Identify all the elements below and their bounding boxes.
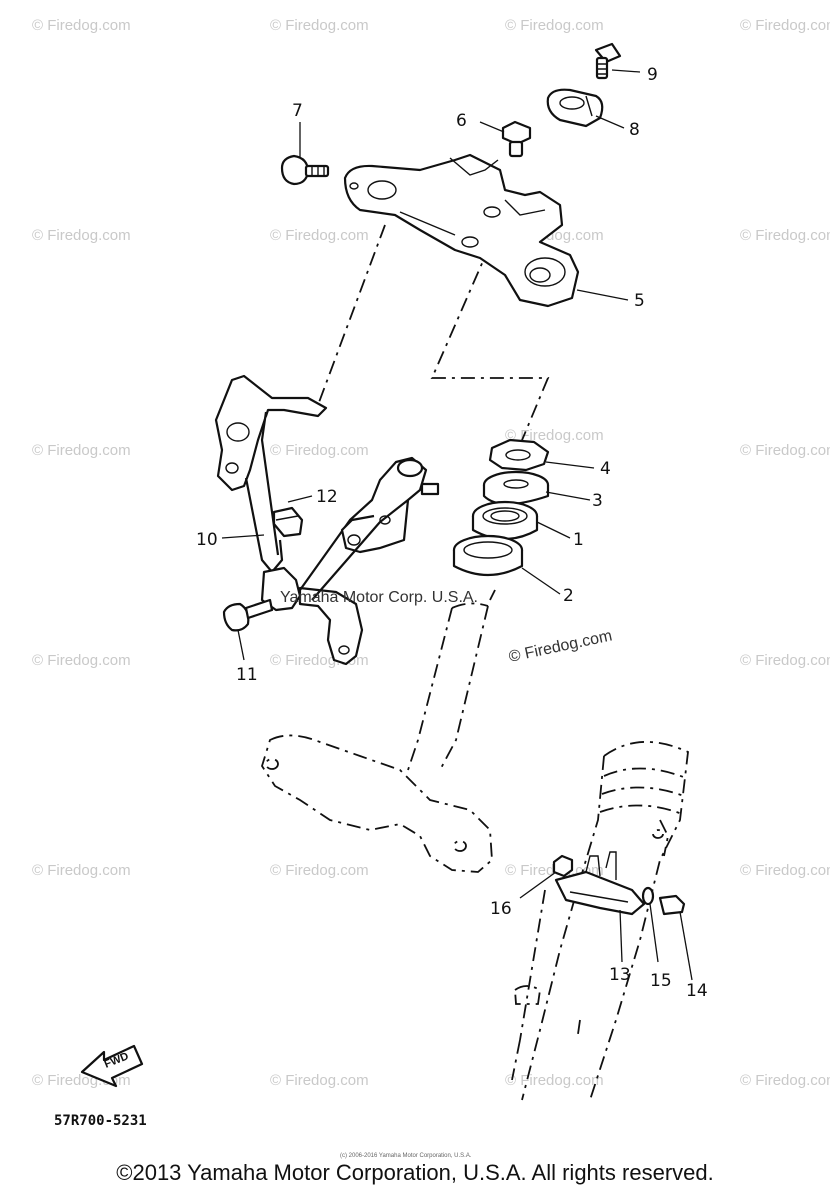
callout-12: 12	[316, 487, 338, 507]
watermark: © Firedog.com	[740, 17, 830, 34]
watermark: © Firedog.com	[270, 1072, 369, 1089]
watermark: © Firedog.com	[32, 17, 131, 34]
callout-3: 3	[592, 491, 603, 511]
leader-lines	[221, 69, 693, 981]
callout-11: 11	[236, 665, 258, 685]
watermark: © Firedog.com	[740, 227, 830, 244]
watermark: © Firedog.com	[270, 17, 369, 34]
bracket-part-10	[214, 374, 440, 666]
washer-part-15	[641, 886, 655, 906]
diagram-code: 57R700-5231	[54, 1113, 147, 1129]
watermark: © Firedog.com	[505, 427, 604, 444]
front-fork-phantom	[514, 741, 689, 1101]
grommet-part-12	[272, 506, 304, 538]
watermark: © Firedog.com	[505, 17, 604, 34]
nut-part-16	[552, 854, 574, 878]
callout-14: 14	[686, 981, 708, 1001]
callout-13: 13	[609, 965, 631, 985]
watermark: © Firedog.com	[270, 227, 369, 244]
watermark: © Firedog.com	[32, 652, 131, 669]
bolt-part-6	[501, 120, 532, 158]
screw-part-14	[658, 894, 686, 916]
handlebar-holder-part-8	[546, 88, 604, 128]
watermark: © Firedog.com	[32, 862, 131, 879]
ring-nut-part-4	[488, 438, 550, 472]
washer-part-3	[482, 470, 550, 506]
assembly-lines	[317, 224, 550, 1041]
watermark: © Firedog.com	[740, 652, 830, 669]
yamaha-watermark: Yamaha Motor Corp. U.S.A.	[280, 589, 478, 606]
bolt-part-11	[222, 598, 274, 632]
copyright-notice: ©2013 Yamaha Motor Corporation, U.S.A. A…	[116, 1160, 714, 1185]
callout-9: 9	[647, 65, 658, 85]
callout-4: 4	[600, 459, 611, 479]
bearing-part-2	[452, 534, 524, 576]
callout-5: 5	[634, 291, 645, 311]
watermark: © Firedog.com	[740, 1072, 830, 1089]
bolt-part-7	[280, 154, 330, 186]
watermark: © Firedog.com	[270, 862, 369, 879]
watermark: © Firedog.com	[270, 442, 369, 459]
watermark: © Firedog.com	[32, 442, 131, 459]
watermark: © Firedog.com	[32, 227, 131, 244]
upper-bracket-part-5	[343, 153, 580, 308]
fine-print: (c) 2006-2016 Yamaha Motor Corporation, …	[340, 1153, 472, 1159]
firedog-watermark: © Firedog.com	[507, 627, 613, 665]
callout-10: 10	[196, 530, 218, 550]
watermark: © Firedog.com	[740, 862, 830, 879]
cable-holder-part-13	[554, 851, 646, 916]
steering-stem-phantom	[261, 602, 521, 1081]
callout-6: 6	[456, 111, 467, 131]
bearing-part-1	[471, 500, 539, 540]
callout-1: 1	[573, 530, 584, 550]
callout-16: 16	[490, 899, 512, 919]
callout-8: 8	[629, 120, 640, 140]
callout-2: 2	[563, 586, 574, 606]
watermark: © Firedog.com	[505, 1072, 604, 1089]
bolt-part-9	[594, 42, 622, 80]
watermark: © Firedog.com	[740, 442, 830, 459]
callout-7: 7	[292, 101, 303, 121]
callout-numbers: 9 8 6 7 5 4 3 1 2 10 12 11 16 13 15 14	[196, 65, 708, 1001]
callout-15: 15	[650, 971, 672, 991]
